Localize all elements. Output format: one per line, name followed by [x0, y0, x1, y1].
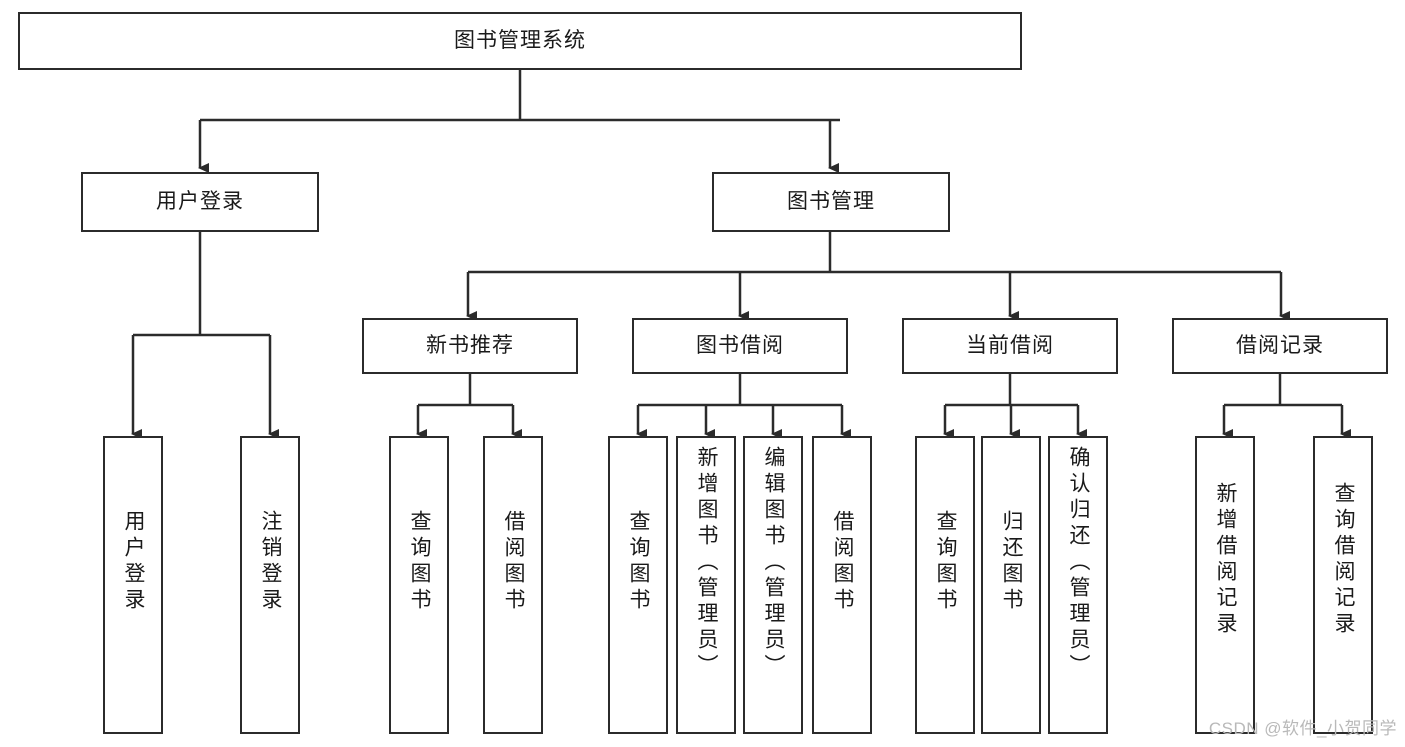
node-leaf-add-book-admin[interactable]: 新增图书（管理员） [676, 436, 736, 734]
node-leaf-edit-book-admin[interactable]: 编辑图书（管理员） [743, 436, 803, 734]
node-label: 用户登录 [122, 510, 146, 614]
node-leaf-logout[interactable]: 注销登录 [240, 436, 300, 734]
node-label: 确认归还（管理员） [1067, 446, 1091, 680]
node-leaf-query-borrow-record[interactable]: 查询借阅记录 [1313, 436, 1373, 734]
node-current-borrow[interactable]: 当前借阅 [902, 318, 1118, 374]
node-leaf-user-login[interactable]: 用户登录 [103, 436, 163, 734]
node-label: 新增借阅记录 [1214, 482, 1238, 638]
node-book-management[interactable]: 图书管理 [712, 172, 950, 232]
node-leaf-query-books-current[interactable]: 查询图书 [915, 436, 975, 734]
node-label: 编辑图书（管理员） [762, 446, 786, 680]
node-label: 查询图书 [934, 510, 958, 614]
node-label: 查询图书 [627, 510, 651, 614]
node-label: 查询借阅记录 [1332, 482, 1356, 638]
node-root-system[interactable]: 图书管理系统 [18, 12, 1022, 70]
node-leaf-return-books[interactable]: 归还图书 [981, 436, 1041, 734]
node-label: 归还图书 [1000, 510, 1024, 614]
node-label: 查询图书 [408, 510, 432, 614]
node-book-borrow[interactable]: 图书借阅 [632, 318, 848, 374]
node-new-book-recommend[interactable]: 新书推荐 [362, 318, 578, 374]
node-label: 借阅图书 [502, 510, 526, 614]
node-label: 图书管理系统 [454, 29, 586, 53]
node-label: 当前借阅 [966, 334, 1054, 358]
node-label: 图书管理 [787, 190, 875, 214]
node-leaf-confirm-return-admin[interactable]: 确认归还（管理员） [1048, 436, 1108, 734]
node-label: 图书借阅 [696, 334, 784, 358]
node-label: 借阅图书 [831, 510, 855, 614]
node-leaf-query-books-recommend[interactable]: 查询图书 [389, 436, 449, 734]
node-leaf-borrow-books-recommend[interactable]: 借阅图书 [483, 436, 543, 734]
node-label: 用户登录 [156, 190, 244, 214]
node-label: 新书推荐 [426, 334, 514, 358]
node-borrow-records[interactable]: 借阅记录 [1172, 318, 1388, 374]
node-label: 注销登录 [259, 510, 283, 614]
node-label: 新增图书（管理员） [695, 446, 719, 680]
watermark-text: CSDN @软件_小贺同学 [1208, 719, 1397, 738]
node-user-login[interactable]: 用户登录 [81, 172, 319, 232]
node-leaf-add-borrow-record[interactable]: 新增借阅记录 [1195, 436, 1255, 734]
node-leaf-borrow-books[interactable]: 借阅图书 [812, 436, 872, 734]
node-leaf-query-books-borrow[interactable]: 查询图书 [608, 436, 668, 734]
node-label: 借阅记录 [1236, 334, 1324, 358]
